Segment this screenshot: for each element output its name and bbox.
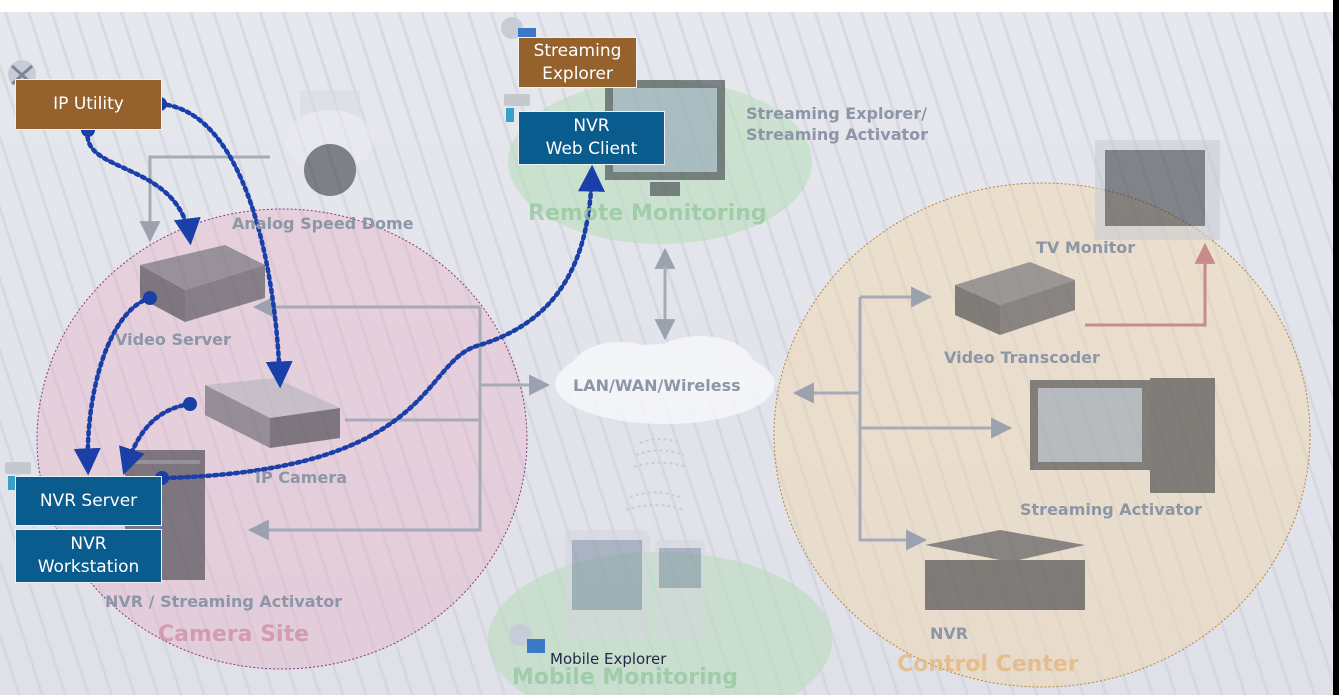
ip-utility-label: IP Utility [53, 94, 124, 114]
nvr-rack-icon [925, 530, 1085, 610]
camera-site-label: Camera Site [158, 622, 310, 647]
nvr-web-client-label-line2: Web Client [545, 139, 638, 159]
nvr-server-label: NVR Server [39, 491, 138, 511]
streaming-activator-workstation-icon [1030, 378, 1215, 493]
storage-drive-icon [5, 462, 31, 490]
wired-links [139, 155, 1013, 551]
nvr-workstation-label-line2: Workstation [37, 557, 140, 577]
video-transcoder-icon [955, 262, 1075, 335]
tv-monitor-label: TV Monitor [1036, 238, 1136, 257]
right-edge-bar [1333, 0, 1339, 695]
ip-camera-label: IP Camera [255, 468, 347, 487]
streaming-activator-label: Streaming Activator [1020, 500, 1203, 519]
nvr-workstation-label-line1: NVR [70, 534, 107, 554]
transcoder-to-tv-link [1085, 242, 1216, 327]
tv-monitor-icon [1095, 140, 1220, 240]
wireless-waves [625, 438, 687, 511]
video-transcoder-label: Video Transcoder [944, 348, 1100, 367]
streaming-explorer-label-line1: Streaming [533, 41, 622, 61]
lan-wan-wireless-label: LAN/WAN/Wireless [573, 376, 741, 395]
speed-dome-camera-icon [286, 90, 374, 196]
streaming-explorer-activator-label-line2: Streaming Activator [746, 125, 929, 144]
nvr-server-box[interactable]: NVR Server [15, 476, 162, 526]
video-server-label: Video Server [115, 330, 231, 349]
analog-speed-dome-label: Analog Speed Dome [232, 214, 414, 233]
remote-monitoring-label: Remote Monitoring [528, 201, 767, 226]
nvr-streaming-activator-label: NVR / Streaming Activator [105, 592, 343, 611]
software-links [73, 101, 606, 481]
nvr-web-client-label-line1: NVR [573, 116, 610, 136]
control-center-label: Control Center [897, 652, 1079, 677]
network-cloud [555, 336, 775, 424]
mobile-monitoring-label: Mobile Monitoring [512, 665, 739, 690]
nvr-label: NVR [930, 624, 969, 643]
mobile-explorer-label: Mobile Explorer [550, 650, 667, 668]
nvr-workstation-box[interactable]: NVR Workstation [15, 529, 162, 583]
streaming-explorer-label-line2: Explorer [542, 64, 613, 84]
ip-camera-icon [205, 378, 340, 448]
satellite-icon [509, 624, 545, 653]
storage-drive-icon [504, 94, 530, 122]
pda-icon [565, 530, 705, 640]
streaming-explorer-activator-label-line1: Streaming Explorer/ [746, 104, 927, 123]
nvr-web-client-box[interactable]: NVR Web Client [518, 111, 665, 165]
streaming-explorer-box[interactable]: Streaming Explorer [518, 37, 637, 88]
ip-utility-box[interactable]: IP Utility [15, 79, 162, 130]
video-server-icon [140, 245, 265, 322]
top-margin [0, 0, 1339, 12]
